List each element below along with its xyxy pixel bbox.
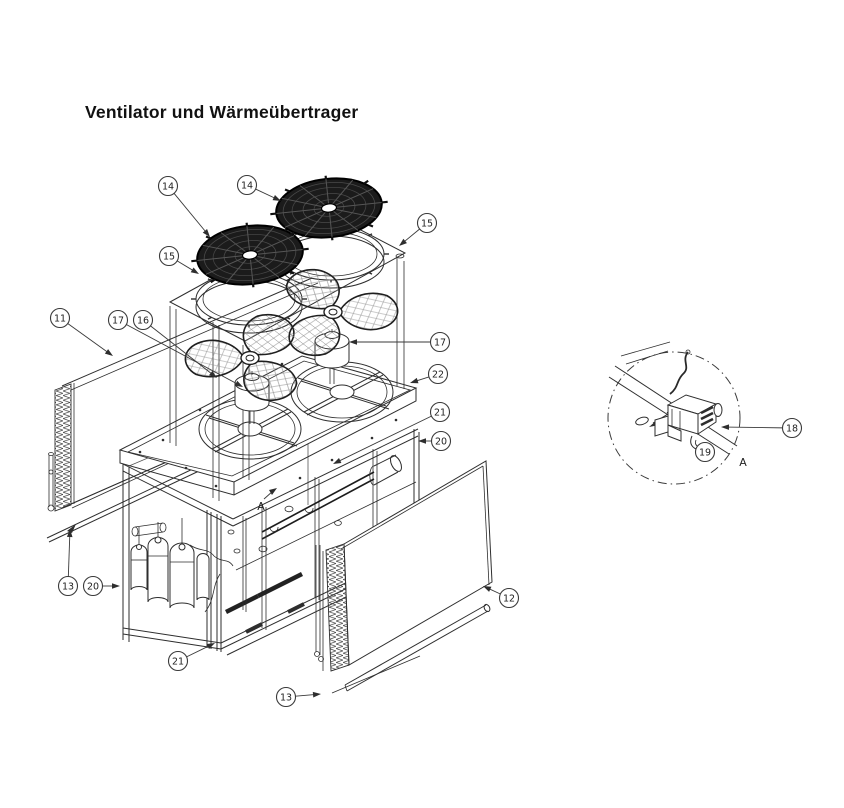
callout-20: 20: [418, 430, 452, 452]
callout-15: 15: [399, 212, 438, 246]
detail-circle: [607, 351, 741, 485]
cabinet-frame: [122, 389, 421, 656]
bottom-tube: [331, 603, 491, 694]
callout-22: 22: [410, 363, 449, 385]
svg-text:15: 15: [163, 251, 175, 262]
svg-text:17: 17: [112, 315, 124, 326]
callout-14: 14: [236, 174, 281, 201]
svg-text:16: 16: [137, 315, 149, 326]
svg-text:20: 20: [87, 581, 99, 592]
callout-19: 19: [694, 441, 716, 463]
callout-14: 14: [157, 175, 210, 237]
svg-text:12: 12: [503, 593, 515, 604]
callout-21: 21: [167, 643, 215, 672]
right-coil: [314, 460, 493, 672]
callout-20: 20: [82, 575, 120, 597]
callout-21: 21: [333, 401, 451, 464]
svg-text:13: 13: [62, 581, 74, 592]
svg-text:18: 18: [786, 423, 798, 434]
compressor-group: [130, 516, 247, 613]
svg-text:15: 15: [421, 218, 433, 229]
callout-11: 11: [49, 307, 113, 356]
sensor-wire: [669, 351, 689, 395]
svg-text:22: 22: [432, 369, 444, 380]
inline-marker-label: A: [257, 500, 265, 513]
fan-opening-right: [290, 361, 394, 423]
callout-18: 18: [721, 417, 803, 439]
callout-17: 17: [349, 331, 451, 353]
inline-detail-marker: A: [257, 488, 277, 513]
callout-17: 17: [107, 309, 243, 387]
svg-text:14: 14: [162, 181, 174, 192]
svg-text:21: 21: [172, 656, 184, 667]
svg-text:17: 17: [434, 337, 446, 348]
fan-blade-left: [178, 310, 307, 409]
svg-text:21: 21: [434, 407, 446, 418]
detail-view-a: A: [607, 341, 747, 485]
callout-13: 13: [57, 529, 79, 597]
callout-13: 13: [275, 686, 321, 708]
pressure-switch: [654, 394, 723, 442]
page-title: Ventilator und Wärmeübertrager: [85, 102, 359, 122]
svg-text:20: 20: [435, 436, 447, 447]
detail-view-label: A: [739, 456, 747, 469]
svg-text:13: 13: [280, 692, 292, 703]
fan-blade-right: [276, 261, 405, 360]
svg-text:14: 14: [241, 180, 253, 191]
svg-text:11: 11: [54, 313, 66, 324]
callout-16: 16: [132, 309, 217, 378]
callout-12: 12: [483, 586, 520, 609]
callout-15: 15: [158, 245, 199, 274]
callouts: 14 14 15 15 11 17 16 17 22 21 20 18 19 13 20 21 12 13: [49, 174, 803, 708]
svg-text:19: 19: [699, 447, 711, 458]
